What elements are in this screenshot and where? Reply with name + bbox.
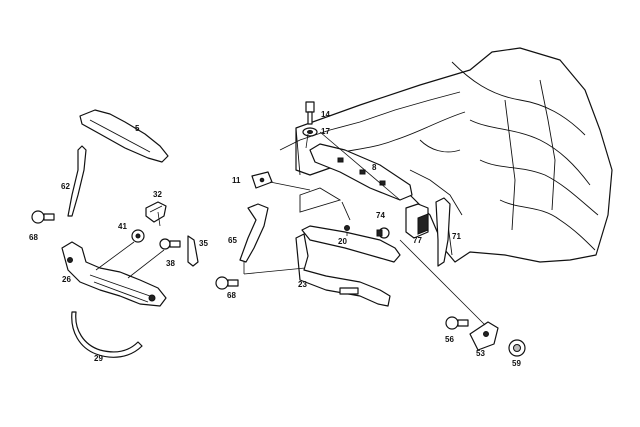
leader-lines <box>95 131 486 326</box>
label-74: 74 <box>376 211 385 220</box>
label-65: 65 <box>228 236 237 245</box>
part-number-labels: 5 8 11 14 17 20 23 26 29 32 35 38 41 53 … <box>29 110 521 368</box>
label-29: 29 <box>94 354 103 363</box>
label-32: 32 <box>153 190 162 199</box>
label-14: 14 <box>321 110 330 119</box>
label-53: 53 <box>476 349 485 358</box>
label-26: 26 <box>62 275 71 284</box>
label-38: 38 <box>166 259 175 268</box>
bracket-65 <box>239 203 269 263</box>
label-35: 35 <box>199 239 208 248</box>
lower-support-23 <box>295 233 391 307</box>
front-bracket-assembly <box>61 241 167 307</box>
bolt-56 <box>445 316 469 330</box>
support-rod <box>67 145 87 217</box>
label-77: 77 <box>413 236 422 245</box>
bracket-71 <box>435 197 451 267</box>
label-68-left: 68 <box>29 233 38 242</box>
bracket-11 <box>251 171 273 189</box>
label-5: 5 <box>135 124 140 133</box>
hose-29 <box>71 311 143 358</box>
nut-59 <box>508 339 526 357</box>
bolt-14 <box>305 101 315 125</box>
label-17: 17 <box>321 127 330 136</box>
nut-41 <box>131 229 145 243</box>
upper-cross-member <box>309 143 413 201</box>
washer-17 <box>302 127 318 137</box>
bolt-68-left <box>31 210 55 224</box>
bolt-68-mid <box>215 276 239 290</box>
strap-35 <box>187 235 199 267</box>
label-41: 41 <box>118 222 127 231</box>
radiator-cover <box>79 109 169 163</box>
clip-74 <box>376 227 390 239</box>
label-8: 8 <box>372 163 377 172</box>
plate-53 <box>469 321 499 351</box>
label-11: 11 <box>232 176 241 185</box>
label-62: 62 <box>61 182 70 191</box>
label-71: 71 <box>452 232 461 241</box>
bolt-38 <box>159 238 181 250</box>
label-56: 56 <box>445 335 454 344</box>
block-77 <box>405 203 429 239</box>
label-68-mid: 68 <box>227 291 236 300</box>
clip-32 <box>145 201 167 223</box>
label-23: 23 <box>298 280 307 289</box>
label-20: 20 <box>338 237 347 246</box>
lower-support-20 <box>301 225 401 263</box>
label-59: 59 <box>512 359 521 368</box>
